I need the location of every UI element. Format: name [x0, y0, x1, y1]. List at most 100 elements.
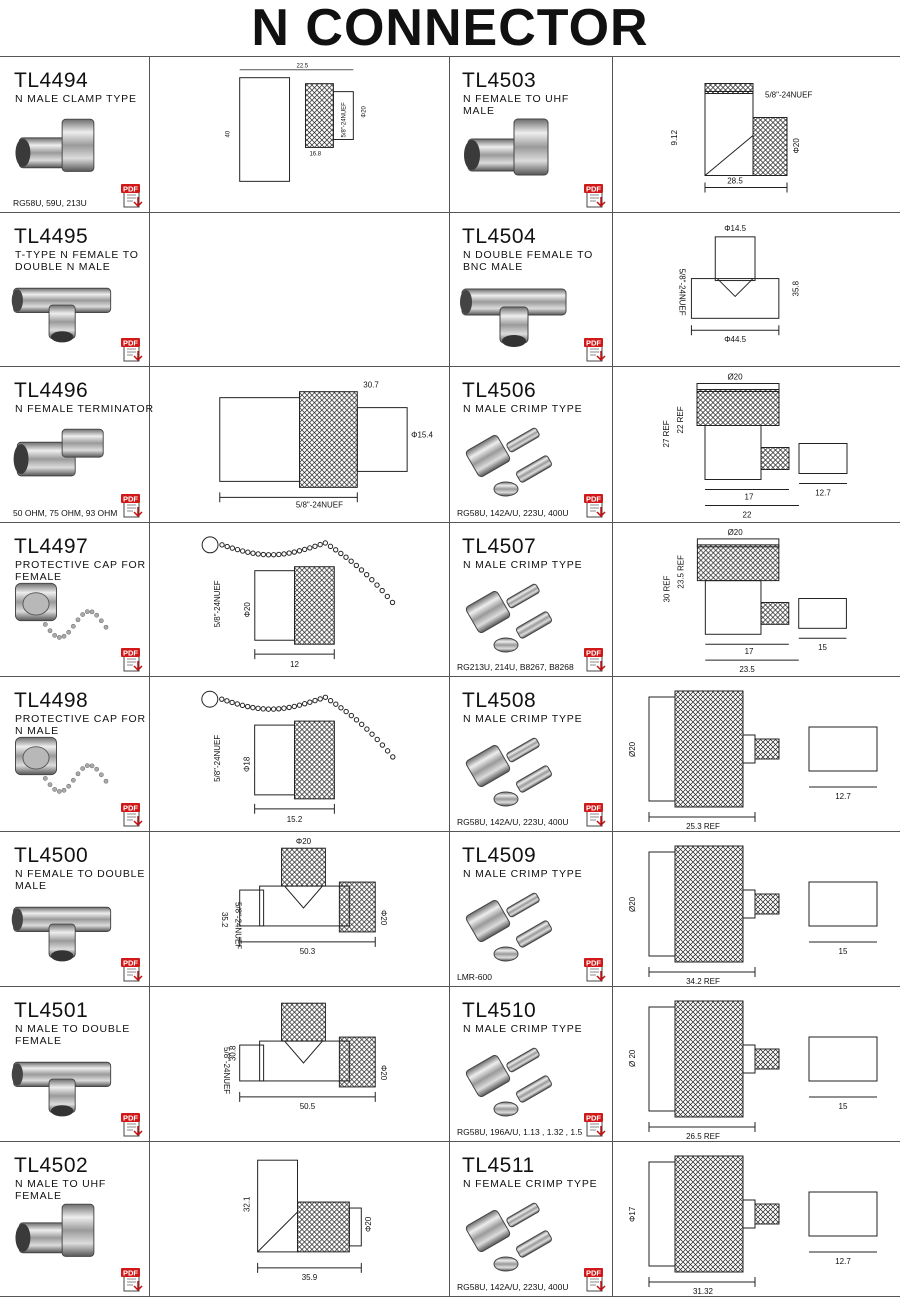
product-photo	[465, 1047, 552, 1117]
dimension-label: 12.7	[815, 489, 831, 498]
pdf-icon-label: PDF	[586, 495, 601, 504]
dimension-label: 31.32	[693, 1287, 714, 1296]
product-description: N FEMALE CRIMP TYPE	[463, 1178, 598, 1190]
pdf-download-icon[interactable]: PDF	[584, 494, 606, 518]
pdf-download-icon[interactable]: PDF	[584, 803, 606, 827]
dimension-label: Φ17	[628, 1206, 637, 1222]
cable-compatibility: LMR-600	[457, 972, 492, 982]
product-description: N FEMALE TO UHF MALE	[463, 93, 570, 117]
product-description: N FEMALE TERMINATOR	[15, 403, 154, 415]
product-code: TL4495	[14, 225, 89, 248]
product-code: TL4503	[462, 69, 537, 92]
dimension-label: 5/8"-24NUEF	[213, 735, 222, 782]
dimension-label: 26.5 REF	[686, 1132, 720, 1141]
pdf-icon-label: PDF	[586, 185, 601, 194]
dimension-label: 22 REF	[676, 406, 685, 433]
pdf-download-icon[interactable]: PDF	[121, 803, 143, 827]
cable-compatibility: RG58U, 142A/U, 223U, 400U	[457, 508, 569, 518]
dimension-label: 9.12	[670, 129, 679, 145]
product-code: TL4509	[462, 844, 537, 867]
pdf-download-icon[interactable]: PDF	[584, 1268, 606, 1292]
dimension-label: Φ20	[379, 910, 388, 926]
pdf-icon-label: PDF	[586, 1114, 601, 1123]
dimension-label: 30 REF	[663, 575, 672, 602]
pdf-download-icon[interactable]: PDF	[121, 648, 143, 672]
pdf-download-icon[interactable]: PDF	[584, 184, 606, 208]
dimension-label: 12.7	[835, 792, 851, 801]
product-photo	[464, 118, 549, 176]
pdf-download-icon[interactable]: PDF	[121, 338, 143, 362]
pdf-download-icon[interactable]: PDF	[584, 648, 606, 672]
dimension-label: Ø20	[628, 741, 637, 757]
dimension-label: Φ20	[379, 1065, 388, 1081]
pdf-download-icon[interactable]: PDF	[121, 1113, 143, 1137]
product-code: TL4504	[462, 225, 537, 248]
pdf-download-icon[interactable]: PDF	[121, 494, 143, 518]
product-photo	[465, 892, 552, 962]
pdf-download-icon[interactable]: PDF	[121, 958, 143, 982]
dimension-label: Φ20	[361, 105, 367, 117]
product-photo	[465, 737, 552, 807]
product-description: PROTECTIVE CAP FOR FEMALE	[15, 559, 146, 583]
dimension-label: 28.5	[727, 177, 743, 186]
product-description: N MALE CRIMP TYPE	[463, 559, 583, 571]
product-photo	[13, 428, 104, 477]
dimension-label: 22	[743, 511, 752, 520]
pdf-download-icon[interactable]: PDF	[584, 338, 606, 362]
product-photo	[15, 582, 109, 640]
dimension-label: 5/8"-24NUEF	[222, 1047, 231, 1094]
product-photo	[465, 427, 552, 497]
dimension-label: 23.5	[739, 665, 755, 674]
dimension-label: 16.8	[309, 151, 321, 157]
dimension-label: Ø20	[727, 373, 743, 382]
product-code: TL4494	[14, 69, 89, 92]
product-code: TL4507	[462, 535, 537, 558]
dimension-label: 35.8	[792, 280, 801, 296]
dimension-label: 5/8"-24NUEF	[213, 580, 222, 627]
product-code: TL4508	[462, 689, 537, 712]
cable-compatibility: 50 OHM, 75 OHM, 93 OHM	[13, 508, 118, 518]
product-photo	[15, 118, 95, 172]
pdf-icon-label: PDF	[123, 649, 138, 658]
pdf-download-icon[interactable]: PDF	[121, 184, 143, 208]
dimension-label: 5/8"-24NUEF	[234, 902, 243, 949]
pdf-download-icon[interactable]: PDF	[121, 1268, 143, 1292]
pdf-download-icon[interactable]: PDF	[584, 1113, 606, 1137]
product-description: N MALE TO DOUBLE FEMALE	[15, 1023, 131, 1047]
product-code: TL4496	[14, 379, 89, 402]
pdf-download-icon[interactable]: PDF	[584, 958, 606, 982]
dimension-label: 15	[839, 1102, 848, 1111]
